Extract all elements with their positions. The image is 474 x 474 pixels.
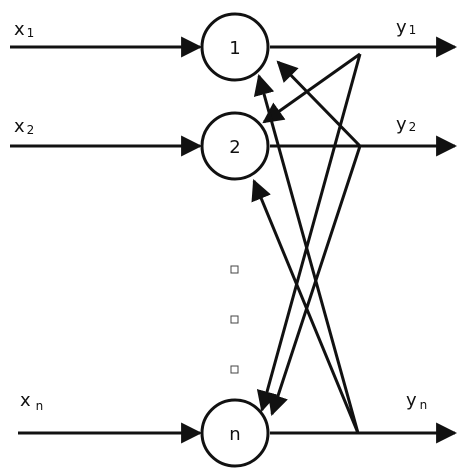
feedback-1-to-2 xyxy=(262,52,361,124)
neuron-1-circle xyxy=(200,12,270,82)
output-label-1-main: y xyxy=(396,17,407,38)
feedback-n-to-1 xyxy=(253,73,360,434)
neuron-2-circle xyxy=(200,111,270,181)
feedback-1-to-n xyxy=(256,53,362,413)
output-label-2-sub: 2 xyxy=(409,120,417,134)
neuron-1: 1 xyxy=(200,12,270,82)
neuron-n-label: n xyxy=(229,424,240,445)
output-label-n-sub: n xyxy=(420,398,428,412)
input-label-2-main: x xyxy=(14,116,25,137)
feedback-2-to-1 xyxy=(276,60,362,148)
neuron-n-circle xyxy=(200,398,270,468)
input-label-n-sub: n xyxy=(36,399,44,413)
output-label-2-main: y xyxy=(396,114,407,135)
neuron-n: n xyxy=(200,398,270,468)
output-label-n-main: y xyxy=(406,390,417,411)
neuron-2: 2 xyxy=(200,111,270,181)
ellipsis-dot-2 xyxy=(230,315,239,324)
feedback-n-to-2 xyxy=(251,179,360,434)
ellipsis-dot-1 xyxy=(230,265,239,274)
input-label-2-sub: 2 xyxy=(27,123,35,137)
ellipsis-dot-3 xyxy=(230,365,239,374)
input-label-n-main: x xyxy=(20,390,31,411)
neuron-1-label: 1 xyxy=(229,38,240,59)
neuron-2-label: 2 xyxy=(229,137,240,158)
input-label-1-main: x xyxy=(14,19,25,40)
input-label-1-sub: 1 xyxy=(27,26,35,40)
output-label-1-sub: 1 xyxy=(409,23,417,37)
